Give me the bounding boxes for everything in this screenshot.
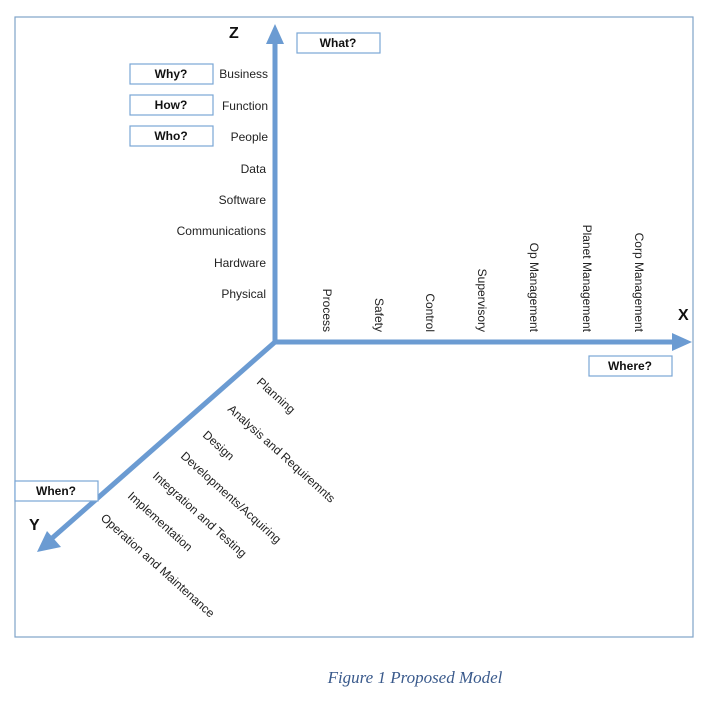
- z-label-hardware: Hardware: [214, 256, 266, 270]
- y-axis-letter: Y: [29, 517, 40, 534]
- where-label: Where?: [608, 359, 652, 373]
- y-label-integration: Integration and Testing: [150, 469, 249, 561]
- how-box: How?: [129, 94, 214, 116]
- z-label-data: Data: [241, 162, 267, 176]
- y-label-developments: Developments/Acquiring: [178, 449, 284, 546]
- x-axis-letter: X: [678, 307, 689, 324]
- diagram-frame: [14, 16, 694, 638]
- x-label-supervisory: Supervisory: [475, 269, 489, 332]
- what-box: What?: [296, 32, 381, 54]
- figure-caption: Figure 1 Proposed Model: [327, 668, 503, 687]
- z-label-communications: Communications: [177, 224, 266, 238]
- x-label-op-management: Op Management: [527, 243, 541, 333]
- x-label-planet-management: Planet Management: [580, 225, 594, 333]
- x-label-corp-management: Corp Management: [632, 233, 646, 333]
- z-label-business: Business: [219, 67, 268, 81]
- y-label-planning: Planning: [254, 375, 298, 417]
- who-label: Who?: [154, 129, 187, 143]
- x-label-safety: Safety: [372, 298, 386, 332]
- z-label-people: People: [231, 130, 269, 144]
- what-label: What?: [320, 36, 357, 50]
- z-axis-letter: Z: [229, 25, 239, 42]
- z-label-software: Software: [219, 193, 267, 207]
- x-label-process: Process: [320, 289, 334, 332]
- when-label: When?: [36, 484, 76, 498]
- z-axis-arrowhead: [266, 24, 284, 44]
- who-box: Who?: [129, 125, 214, 147]
- z-label-function: Function: [222, 99, 268, 113]
- y-label-analysis: Analysis and Requiremnts: [225, 402, 338, 506]
- where-box: Where?: [588, 355, 673, 377]
- y-axis-arrowhead: [37, 531, 61, 552]
- z-label-physical: Physical: [221, 287, 266, 301]
- x-label-control: Control: [423, 293, 437, 332]
- why-label: Why?: [155, 67, 188, 81]
- why-box: Why?: [129, 63, 214, 85]
- when-box: When?: [14, 480, 99, 502]
- y-label-design: Design: [200, 428, 237, 463]
- how-label: How?: [155, 98, 188, 112]
- x-axis-arrowhead: [672, 333, 692, 351]
- y-axis: [48, 340, 277, 542]
